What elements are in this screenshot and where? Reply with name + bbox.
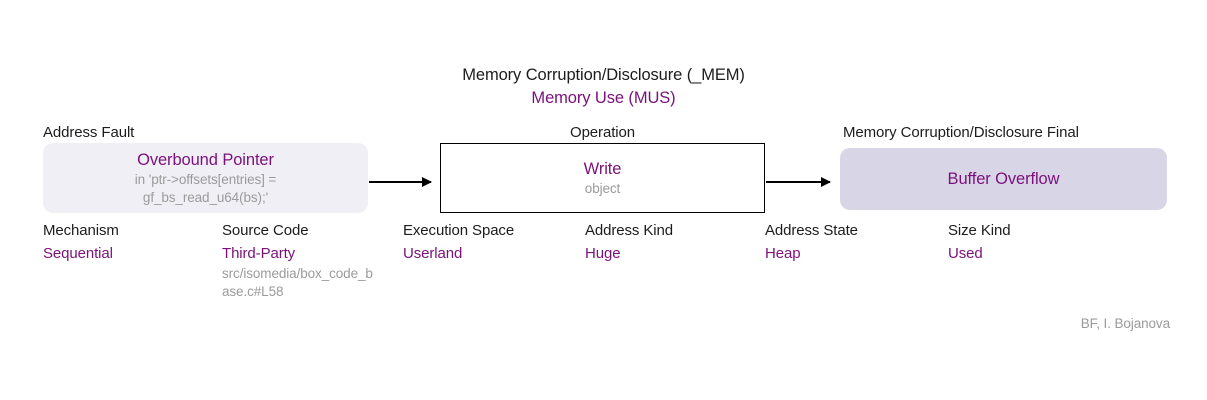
attribute-source-code-value: Third-Party <box>222 244 296 262</box>
node-address-fault[interactable]: Overbound Pointer in 'ptr->offsets[entri… <box>43 143 368 213</box>
section-label-address-fault: Address Fault <box>43 124 135 141</box>
attribute-address-kind-value: Huge <box>585 244 621 262</box>
attribute-address-kind-key: Address Kind <box>585 222 674 239</box>
arrow-fault-to-operation-icon <box>369 176 432 187</box>
arrow-operation-to-final-icon <box>766 176 831 187</box>
attribute-size-kind-key: Size Kind <box>948 222 1011 239</box>
footer-credit: BF, I. Bojanova <box>1080 316 1170 331</box>
attribute-execution-space-value: Userland <box>403 244 463 262</box>
attribute-source-code-path: src/isomedia/box_code_base.c#L58 <box>222 266 373 300</box>
attribute-address-state-key: Address State <box>765 222 858 239</box>
node-operation-detail: object <box>584 180 621 196</box>
attribute-mechanism-value: Sequential <box>43 244 113 262</box>
attribute-size-kind-value: Used <box>948 244 983 262</box>
node-final-title: Buffer Overflow <box>947 169 1060 188</box>
section-label-final: Memory Corruption/Disclosure Final <box>843 124 1079 141</box>
classification-title: Memory Corruption/Disclosure (_MEM) <box>462 66 745 84</box>
attribute-address-state: Address State Heap <box>765 220 858 265</box>
cluster-subtitle: Memory Use (MUS) <box>531 88 676 107</box>
attribute-address-state-value: Heap <box>765 244 801 262</box>
attribute-execution-space-key: Execution Space <box>403 222 515 239</box>
node-address-fault-title: Overbound Pointer <box>137 150 274 169</box>
section-label-operation: Operation <box>570 124 635 141</box>
diagram-title-block: Memory Corruption/Disclosure (_MEM) Memo… <box>0 64 1207 110</box>
attribute-source-code-key: Source Code <box>222 222 309 239</box>
node-final-consequence[interactable]: Buffer Overflow <box>840 148 1167 210</box>
node-address-fault-code-line-2: gf_bs_read_u64(bs);' <box>142 189 269 205</box>
attribute-source-code: Source Code Third-Party src/isomedia/box… <box>222 220 377 301</box>
node-address-fault-code-line-1: in 'ptr->offsets[entries] = <box>134 172 277 188</box>
attribute-address-kind: Address Kind Huge <box>585 220 673 265</box>
node-operation[interactable]: Write object <box>440 143 765 213</box>
attribute-mechanism: Mechanism Sequential <box>43 220 119 265</box>
attribute-mechanism-key: Mechanism <box>43 222 119 239</box>
node-operation-title: Write <box>583 159 622 178</box>
attribute-size-kind: Size Kind Used <box>948 220 1011 265</box>
attribute-execution-space: Execution Space Userland <box>403 220 514 265</box>
